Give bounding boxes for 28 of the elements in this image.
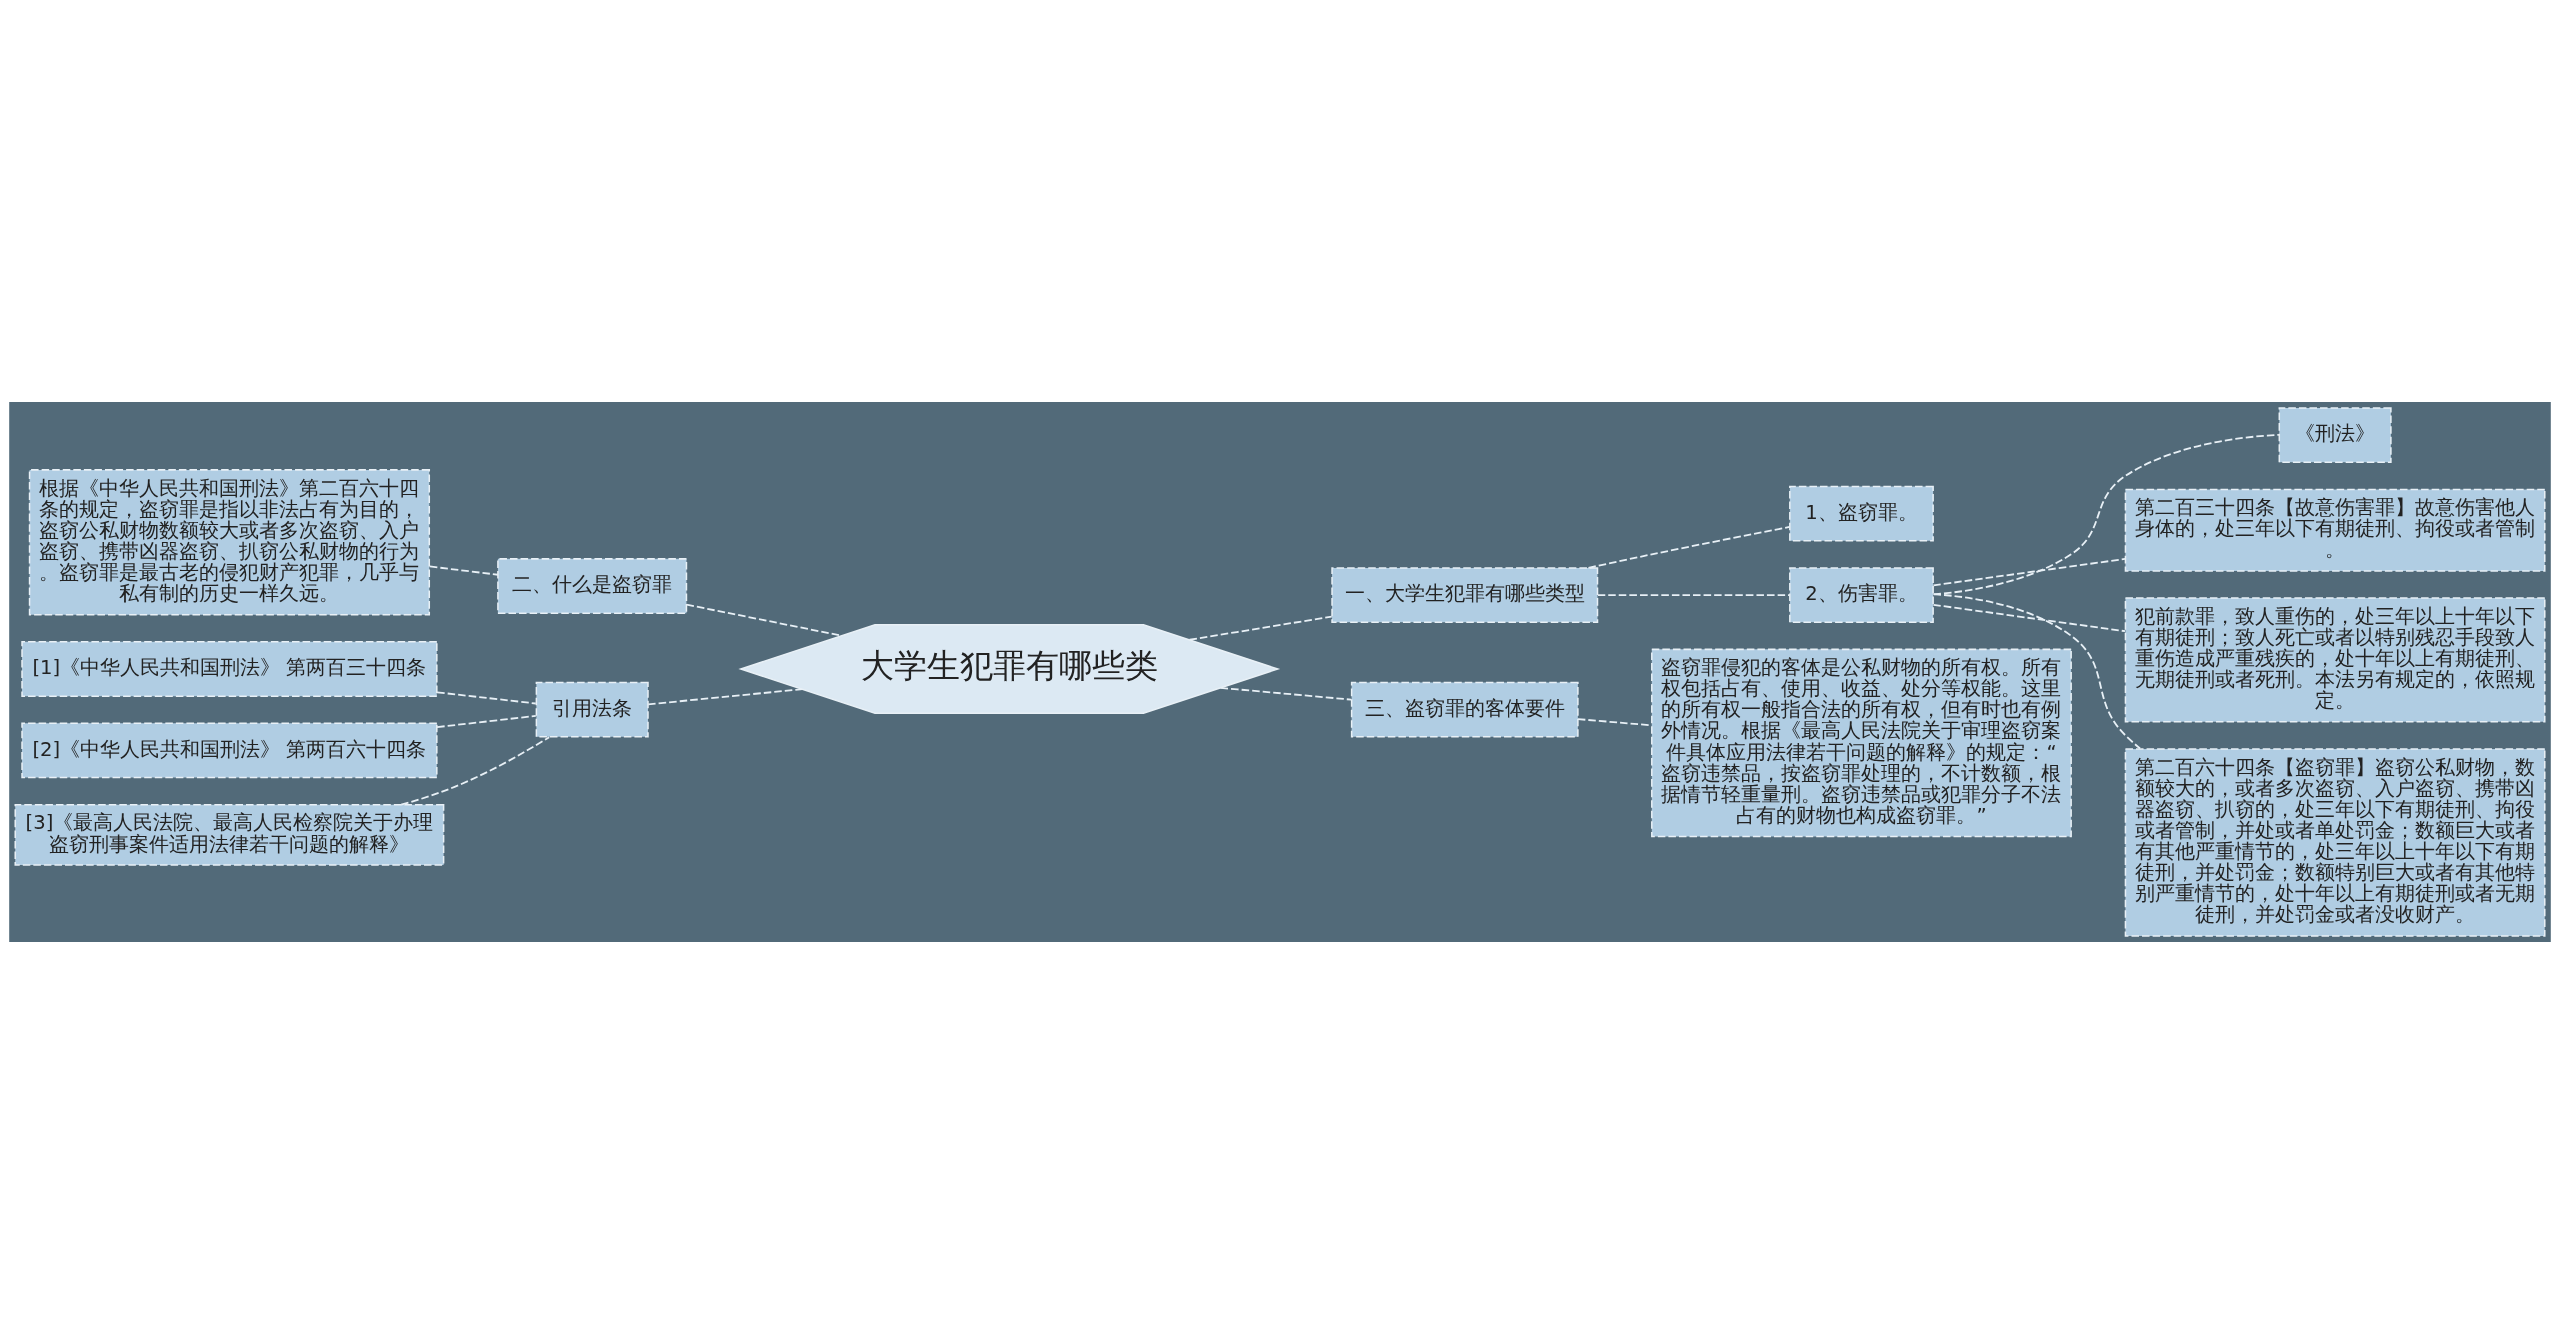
- node-box: 根据《中华人民共和国刑法》第二百六十四条的规定，盗窃罪是指以非法占有为目的，盗窃公私财物数额较大或者多次盗窃、入户盗窃、携带凶器盗窃、扒窃公私财物的行为。盗窃罪是最古老的侵犯财产犯罪，几乎与私有制的历史一样久远。: [28, 468, 431, 615]
- connector: [1932, 433, 2280, 595]
- connector: [436, 690, 537, 704]
- node-box: 一、大学生犯罪有哪些类型: [1331, 566, 1599, 623]
- connector: [428, 565, 499, 576]
- node-box: 2、伤害罪。: [1789, 566, 1934, 623]
- connector: [436, 714, 537, 728]
- connector: [1597, 593, 1791, 596]
- connector: [400, 735, 551, 806]
- node-box: 《刑法》: [2278, 406, 2392, 463]
- node-box: 第二百三十四条【故意伤害罪】故意伤害他人身体的，处三年以下有期徒刑、拘役或者管制。: [2124, 488, 2546, 572]
- connector: [1219, 686, 1353, 701]
- node-box: [2]《中华人民共和国刑法》 第两百六十四条: [21, 722, 438, 778]
- node-box: [1]《中华人民共和国刑法》 第两百三十四条: [21, 640, 438, 697]
- connector: [1587, 525, 1791, 569]
- node-box: 犯前款罪，致人重伤的，处三年以上十年以下有期徒刑；致人死亡或者以特别残忍手段致人重伤造成严重残疾的，处十年以上有期徒刑、无期徒刑或者死刑。本法另有规定的，依照规定。: [2124, 596, 2546, 723]
- connector: [1932, 603, 2126, 632]
- connector: [1932, 592, 2141, 749]
- connector: [1188, 615, 1333, 641]
- connector: [647, 687, 803, 705]
- connector: [1932, 557, 2126, 586]
- node-box: [3]《最高人民法院、最高人民检察院关于办理盗窃刑事案件适用法律若干问题的解释》: [14, 803, 445, 866]
- node-box: 三、盗窃罪的客体要件: [1350, 681, 1579, 738]
- node-box: 引用法条: [535, 681, 649, 738]
- node-box: 二、什么是盗窃罪: [497, 557, 688, 614]
- node-box: 1、盗窃罪。: [1789, 485, 1934, 542]
- node-box: 第二百六十四条【盗窃罪】盗窃公私财物，数额较大的，或者多次盗窃、入户盗窃、携带凶器盗窃、扒窃的，处三年以下有期徒刑、拘役或者管制，并处或者单处罚金；数额巨大或者有其他严重情节的，处三年以上十年以下有期徒刑，并处罚金；数额特别巨大或者有其他特别严重情节的，处十年以上有期徒刑或者无期徒刑，并处罚金或者没收财产。: [2124, 747, 2546, 937]
- node-box: 盗窃罪侵犯的客体是公私财物的所有权。所有权包括占有、使用、收益、处分等权能。这里的所有权一般指合法的所有权，但有时也有例外情况。根据《最高人民法院关于审理盗窃案件具体应用法律若干问题的解释》的规定：“盗窃违禁品，按盗窃罪处理的，不计数额，根据情节轻重量刑。盗窃违禁品或犯罪分子不法占有的财物也构成盗窃罪。”: [1651, 648, 2072, 837]
